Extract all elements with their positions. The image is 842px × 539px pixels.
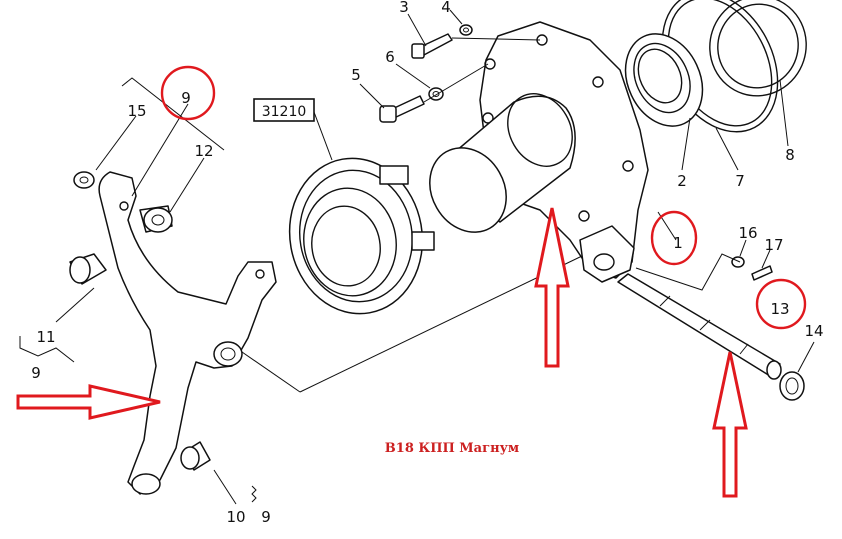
release-shaft — [617, 273, 782, 380]
callout-16: 16 — [738, 224, 757, 242]
red-arrow-up-right — [712, 351, 748, 498]
callout-10: 10 — [226, 508, 245, 526]
callout-7: 7 — [735, 172, 745, 190]
callout-2: 2 — [677, 172, 687, 190]
callout-8: 8 — [785, 146, 795, 164]
bolt-5 — [379, 95, 425, 123]
callout-3: 3 — [399, 0, 409, 16]
bolt-17 — [751, 265, 773, 281]
red-arrow-up-center — [534, 207, 570, 368]
callout-4: 4 — [441, 0, 451, 16]
needle-bushing-11 — [69, 253, 107, 285]
callout-14: 14 — [804, 322, 823, 340]
highlight-circle-9 — [160, 65, 216, 121]
callout-6: 6 — [385, 48, 395, 66]
callout-12: 12 — [194, 142, 213, 160]
part-number-box: 31210 — [253, 98, 315, 122]
callout-17: 17 — [764, 236, 783, 254]
callout-15: 15 — [127, 102, 146, 120]
highlight-circle-1 — [650, 210, 698, 266]
housing-plate-1 — [429, 21, 649, 283]
washer-4 — [459, 24, 473, 36]
callout-9-left: 9 — [31, 364, 41, 382]
seal-ring-8 — [709, 0, 807, 97]
pin-12 — [139, 205, 173, 233]
washer-16 — [731, 256, 745, 268]
callout-11: 11 — [36, 328, 55, 346]
release-fork — [98, 171, 277, 495]
part-number-label: 31210 — [262, 104, 307, 120]
clip-15 — [73, 171, 95, 189]
release-bearing-31210 — [288, 157, 435, 315]
circlip-14 — [779, 371, 805, 401]
callout-13: 13 — [770, 300, 789, 318]
callout-5: 5 — [351, 66, 361, 84]
callout-9-top: 9 — [181, 89, 191, 107]
bolt-3 — [411, 33, 453, 59]
highlight-circle-13 — [755, 278, 807, 330]
bushing-10 — [180, 441, 211, 471]
oil-seal-2 — [624, 33, 704, 127]
callout-9-bottom: 9 — [261, 508, 271, 526]
red-arrow-right — [16, 384, 161, 420]
callout-1: 1 — [673, 234, 683, 252]
diagram-caption: B18 КПП Магнум — [385, 441, 519, 456]
